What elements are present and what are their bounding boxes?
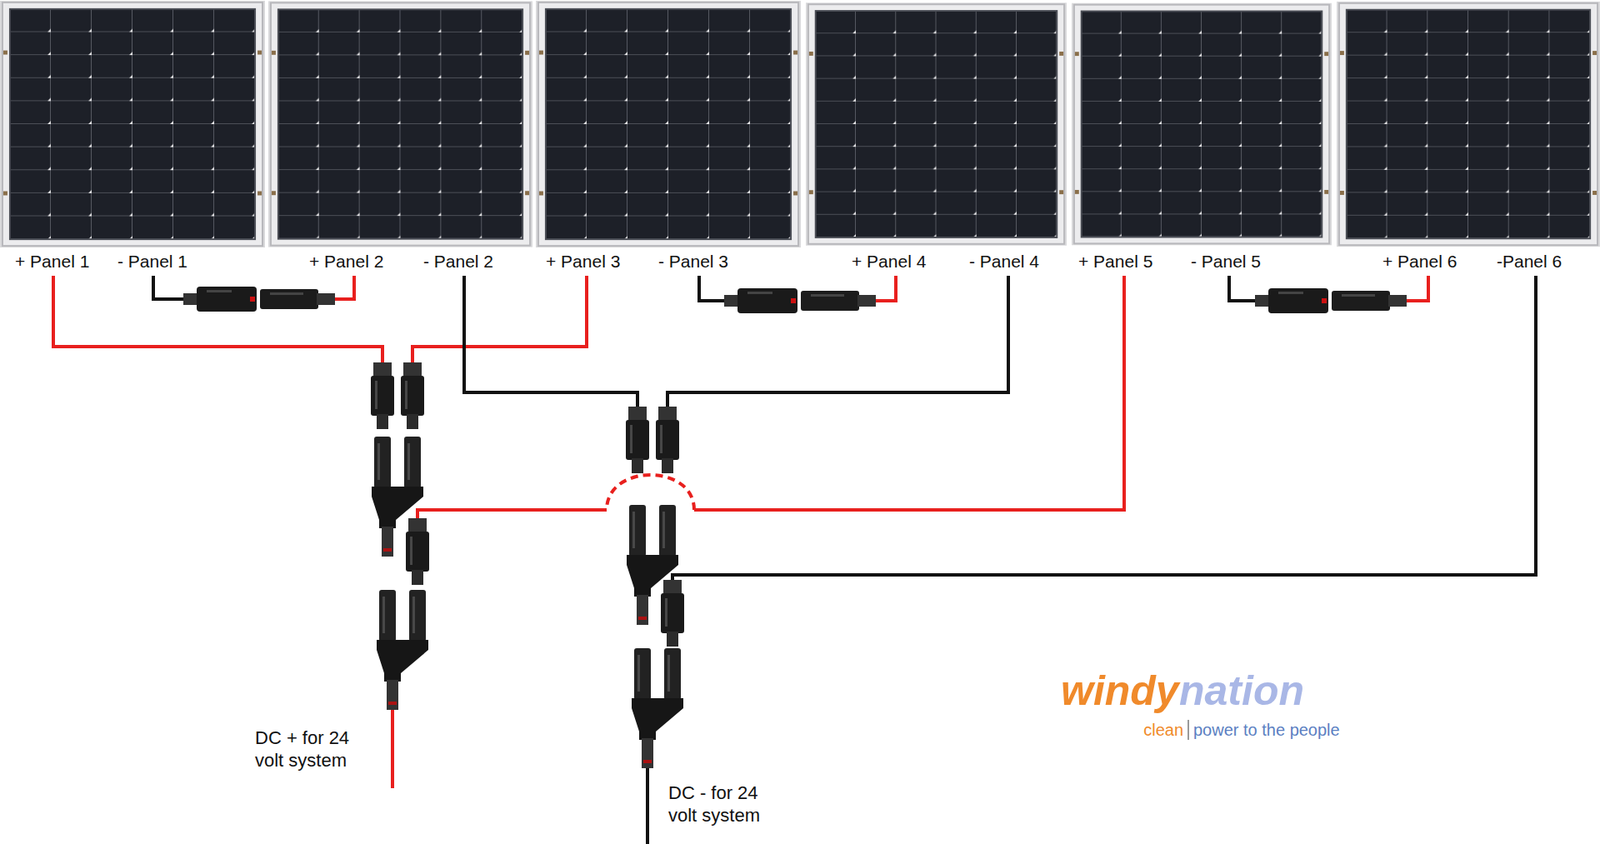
positive-wires (53, 275, 1429, 789)
terminal-label: - Panel 1 (117, 251, 188, 272)
logo-tagline: clean (1143, 720, 1184, 740)
logo-tagline: power to the people (1193, 720, 1340, 740)
terminal-label: - Panel 3 (658, 251, 729, 272)
logo-word: windy (1060, 666, 1180, 715)
terminal-label: -Panel 6 (1496, 251, 1562, 272)
terminal-label: + Panel 4 (851, 251, 926, 272)
terminal-label: + Panel 2 (309, 251, 384, 272)
terminal-label: - Panel 5 (1190, 251, 1261, 272)
negative-wires (153, 275, 1536, 844)
terminal-label: - Panel 2 (423, 251, 494, 272)
terminal-label: + Panel 5 (1078, 251, 1153, 272)
terminal-label: + Panel 3 (545, 251, 620, 272)
logo-divider (1187, 720, 1190, 740)
solar-panels (0, 0, 1600, 248)
mc4-connectors (183, 286, 1407, 647)
terminal-label: - Panel 4 (969, 251, 1040, 272)
logo-word: nation (1179, 666, 1305, 715)
terminal-label: + Panel 1 (15, 251, 90, 272)
branch-connectors (371, 436, 684, 769)
terminal-label: + Panel 6 (1382, 251, 1457, 272)
output-label: DC + for 24 volt system (255, 726, 368, 772)
output-label: DC - for 24 volt system (668, 781, 781, 827)
